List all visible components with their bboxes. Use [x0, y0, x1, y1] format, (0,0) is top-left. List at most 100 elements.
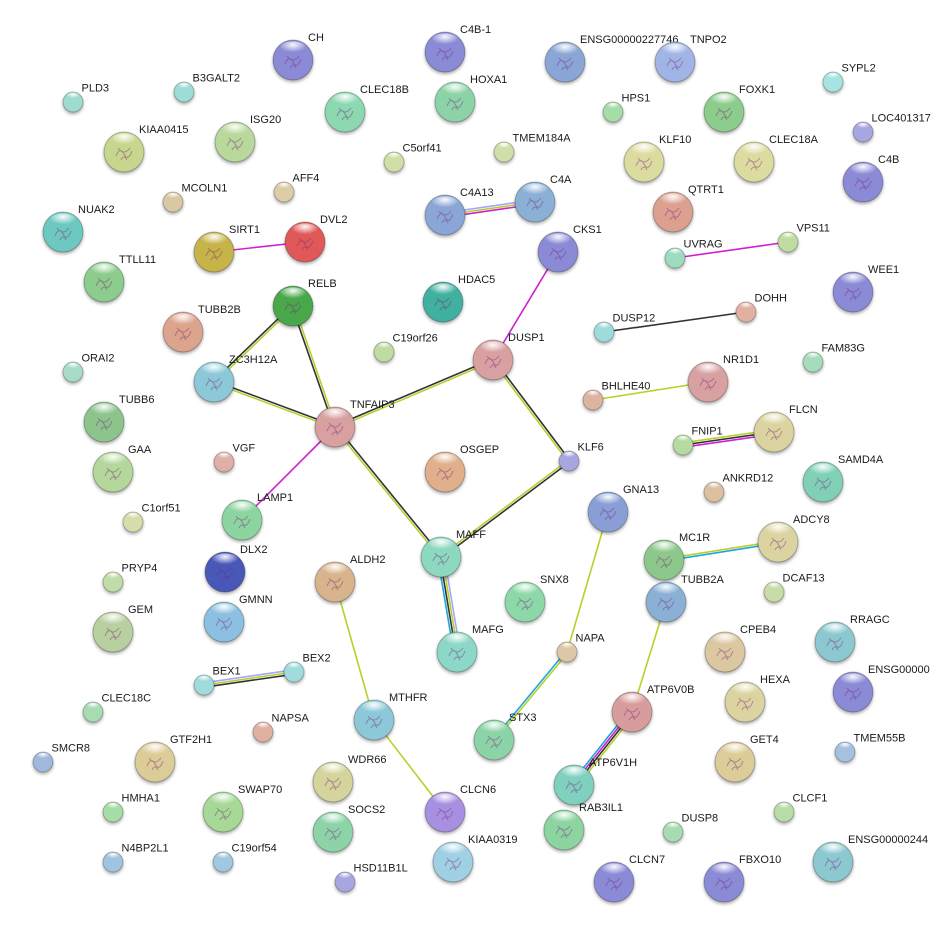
node-pld3[interactable]: PLD3 — [62, 83, 109, 113]
node-relb[interactable]: RELB — [272, 278, 337, 327]
node-mc1r[interactable]: MC1R — [643, 532, 710, 581]
node-mthfr[interactable]: MTHFR — [353, 692, 428, 741]
node-vps11[interactable]: VPS11 — [777, 223, 830, 253]
edge-CKS1-DUSP1[interactable] — [492, 251, 559, 361]
node-pryp4[interactable]: PRYP4 — [102, 563, 157, 593]
node-gem[interactable]: GEM — [92, 604, 153, 653]
node-c19orf26[interactable]: C19orf26 — [373, 333, 438, 363]
node-dohh[interactable]: DOHH — [735, 293, 787, 323]
node-qtrt1[interactable]: QTRT1 — [652, 184, 724, 233]
node-hdac5[interactable]: HDAC5 — [422, 274, 495, 323]
node-stx3[interactable]: STX3 — [473, 712, 537, 761]
node-rragc[interactable]: RRAGC — [814, 614, 890, 663]
edge-TNFAIP3-MAFF[interactable] — [333, 425, 443, 559]
node-c4b-1[interactable]: C4B-1 — [424, 24, 491, 73]
node-aldh2[interactable]: ALDH2 — [314, 554, 385, 603]
node-dlx2[interactable]: DLX2 — [204, 544, 268, 593]
node-cks1[interactable]: CKS1 — [537, 224, 602, 273]
node-mcoln1[interactable]: MCOLN1 — [162, 183, 227, 213]
edge-RELB-TNFAIP3[interactable] — [291, 305, 337, 428]
edge-UVRAG-VPS11[interactable] — [674, 241, 789, 259]
node-gmnn[interactable]: GMNN — [203, 594, 273, 643]
node-clec18b[interactable]: CLEC18B — [324, 84, 409, 133]
node-c4b[interactable]: C4B — [842, 154, 899, 203]
node-hexa[interactable]: HEXA — [724, 674, 791, 723]
node-clec18c[interactable]: CLEC18C — [82, 693, 151, 723]
node-nr1d1[interactable]: NR1D1 — [687, 354, 759, 403]
node-tmem184a[interactable]: TMEM184A — [493, 133, 571, 163]
node-clcn6[interactable]: CLCN6 — [424, 784, 496, 833]
node-ensg00000227746[interactable]: ENSG00000227746 — [544, 34, 678, 83]
node-socs2[interactable]: SOCS2 — [312, 804, 385, 853]
node-gaa[interactable]: GAA — [92, 444, 152, 493]
node-snx8[interactable]: SNX8 — [504, 574, 569, 623]
node-uvrag[interactable]: UVRAG — [664, 239, 723, 269]
node-gtf2h1[interactable]: GTF2H1 — [134, 734, 212, 783]
node-sypl2[interactable]: SYPL2 — [822, 63, 876, 93]
node-cpeb4[interactable]: CPEB4 — [704, 624, 776, 673]
node-atp6v1h[interactable]: ATP6V1H — [553, 757, 637, 806]
node-swap70[interactable]: SWAP70 — [202, 784, 282, 833]
node-tubb2a[interactable]: TUBB2A — [645, 574, 724, 623]
node-tubb6[interactable]: TUBB6 — [83, 394, 154, 443]
node-atp6v0b[interactable]: ATP6V0B — [611, 684, 695, 733]
node-b3galt2[interactable]: B3GALT2 — [173, 73, 240, 103]
node-tnpo2[interactable]: TNPO2 — [654, 34, 727, 83]
node-napsa[interactable]: NAPSA — [252, 713, 309, 743]
node-ensg00000[interactable]: ENSG00000 — [832, 664, 930, 713]
node-ttll11[interactable]: TTLL11 — [83, 254, 156, 303]
node-get4[interactable]: GET4 — [714, 734, 779, 783]
node-kiaa0319[interactable]: KIAA0319 — [432, 834, 518, 883]
node-dusp1[interactable]: DUSP1 — [472, 332, 545, 381]
edge-ALDH2-MTHFR[interactable] — [334, 581, 375, 721]
node-dusp8[interactable]: DUSP8 — [662, 813, 718, 843]
node-c4a13[interactable]: C4A13 — [424, 187, 494, 236]
node-clec18a[interactable]: CLEC18A — [733, 134, 819, 183]
node-c4a[interactable]: C4A — [514, 174, 572, 223]
node-orai2[interactable]: ORAI2 — [62, 353, 115, 383]
node-fnip1[interactable]: FNIP1 — [672, 426, 723, 456]
node-sirt1[interactable]: SIRT1 — [193, 224, 260, 273]
node-flcn[interactable]: FLCN — [753, 404, 818, 453]
node-foxk1[interactable]: FOXK1 — [703, 84, 775, 133]
node-bhlhe40[interactable]: BHLHE40 — [582, 381, 650, 411]
node-klf10[interactable]: KLF10 — [623, 134, 691, 183]
node-nuak2[interactable]: NUAK2 — [42, 204, 115, 253]
edge-DUSP1-KLF6[interactable] — [491, 358, 571, 463]
node-dcaf13[interactable]: DCAF13 — [763, 573, 825, 603]
node-klf6[interactable]: KLF6 — [558, 442, 604, 472]
node-loc401317[interactable]: LOC401317 — [852, 113, 931, 143]
node-ensg00000244[interactable]: ENSG00000244 — [812, 834, 928, 883]
node-samd4a[interactable]: SAMD4A — [802, 454, 884, 503]
node-gna13[interactable]: GNA13 — [587, 484, 659, 533]
node-vgf[interactable]: VGF — [213, 443, 255, 473]
node-wdr66[interactable]: WDR66 — [312, 754, 387, 803]
node-bex2[interactable]: BEX2 — [283, 653, 331, 683]
edge-KLF6-MAFF[interactable] — [439, 459, 571, 559]
node-c5orf41[interactable]: C5orf41 — [383, 143, 442, 173]
node-tubb2b[interactable]: TUBB2B — [162, 304, 241, 353]
node-smcr8[interactable]: SMCR8 — [32, 743, 90, 773]
node-clcn7[interactable]: CLCN7 — [593, 854, 665, 903]
node-wee1[interactable]: WEE1 — [832, 264, 899, 313]
node-c19orf54[interactable]: C19orf54 — [212, 843, 277, 873]
node-isg20[interactable]: ISG20 — [214, 114, 281, 163]
node-hsd11b1l[interactable]: HSD11B1L — [334, 863, 408, 893]
edge-GNA13-NAPA[interactable] — [566, 511, 609, 653]
node-zc3h12a[interactable]: ZC3H12A — [193, 354, 278, 403]
node-hmha1[interactable]: HMHA1 — [102, 793, 160, 823]
node-clcf1[interactable]: CLCF1 — [773, 793, 827, 823]
node-tmem55b[interactable]: TMEM55B — [834, 733, 905, 763]
edge-BEX1-BEX2[interactable] — [203, 669, 295, 688]
node-kiaa0415[interactable]: KIAA0415 — [103, 124, 189, 173]
node-c1orf51[interactable]: C1orf51 — [122, 503, 181, 533]
node-maff[interactable]: MAFF — [420, 529, 486, 578]
node-hoxa1[interactable]: HOXA1 — [434, 74, 507, 123]
edge-TNFAIP3-DUSP1[interactable] — [334, 358, 494, 429]
node-fam83g[interactable]: FAM83G — [802, 343, 865, 373]
node-rab3il1[interactable]: RAB3IL1 — [543, 802, 623, 851]
node-aff4[interactable]: AFF4 — [273, 173, 319, 203]
node-lamp1[interactable]: LAMP1 — [221, 492, 293, 541]
edge-ZC3H12A-TNFAIP3[interactable] — [213, 380, 336, 429]
node-adcy8[interactable]: ADCY8 — [757, 514, 830, 563]
